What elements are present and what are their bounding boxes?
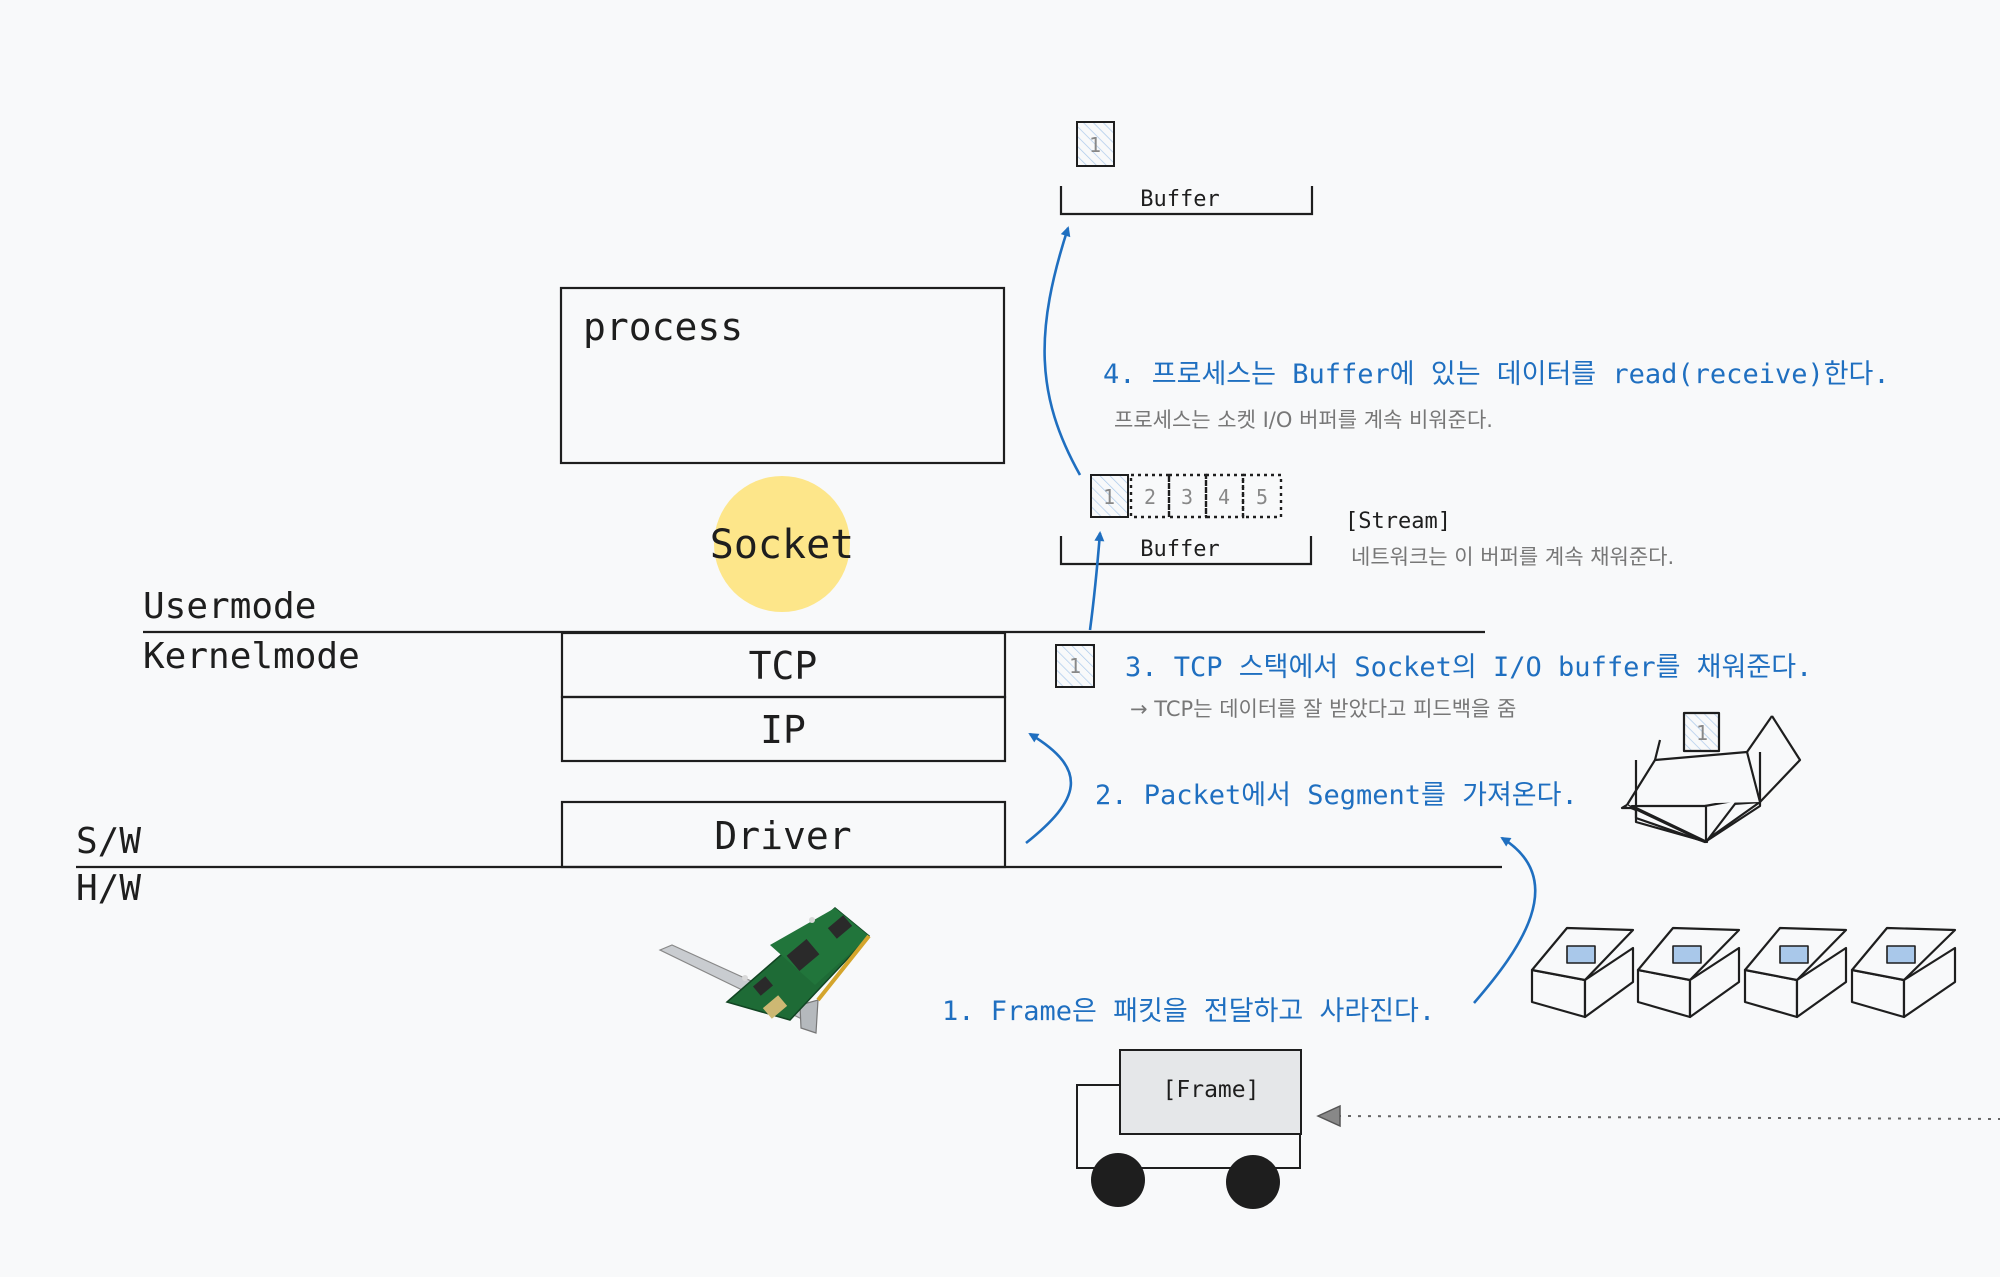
- closed-box-icon-2: [1636, 926, 1741, 1019]
- step4-text: 4. 프로세스는 Buffer에 있는 데이터를 read(receive)한다…: [1103, 359, 1890, 390]
- process-label: process: [583, 305, 743, 349]
- closed-box-icon-4: [1850, 926, 1957, 1019]
- top-buffer-bracket: [1059, 186, 1314, 216]
- stream-label: [Stream]: [1345, 509, 1451, 534]
- closed-box-icon-1: [1530, 926, 1635, 1019]
- driver-label: Driver: [714, 814, 851, 858]
- ip-box: [560, 695, 1007, 763]
- step3-text: 3. TCP 스택에서 Socket의 I/O buffer를 채워준다.: [1125, 652, 1812, 683]
- socket-highlight: [714, 476, 850, 612]
- process-box: [559, 286, 1006, 465]
- step1-text: 1. Frame은 패킷을 전달하고 사라진다.: [942, 996, 1435, 1027]
- svg-text:2: 2: [1144, 485, 1156, 509]
- stream-segment-5: 5: [1241, 473, 1283, 519]
- svg-text:1: 1: [1089, 133, 1101, 157]
- open-box-segment: 1: [1696, 721, 1708, 745]
- driver-box: [560, 800, 1007, 869]
- open-box-outline: [1634, 752, 1762, 844]
- stream-segment-2: 2: [1129, 473, 1171, 519]
- svg-text:3: 3: [1181, 485, 1193, 509]
- truck-label: [Frame]: [1163, 1077, 1260, 1103]
- step3-note: → TCP는 데이터를 잘 받았다고 피드백을 줌: [1130, 697, 1516, 721]
- svg-text:5: 5: [1256, 485, 1268, 509]
- arrow-step4: [1043, 226, 1082, 476]
- stream-segment-3: 3: [1167, 473, 1208, 519]
- tcp-segment: 1: [1055, 644, 1095, 688]
- sw-label: S/W: [76, 821, 141, 862]
- stream-segment-1: 1: [1090, 474, 1129, 518]
- mid-buffer-label: Buffer: [1140, 537, 1219, 562]
- tcp-label: TCP: [749, 644, 818, 688]
- arrow-step3: [1088, 531, 1105, 631]
- open-box-icon: [1620, 711, 1802, 844]
- top-buffer-label: Buffer: [1140, 187, 1219, 212]
- arrow-step1: [1473, 836, 1537, 1004]
- stream-note: 네트워크는 이 버퍼를 계속 채워준다.: [1351, 545, 1674, 569]
- truck-icon: [1076, 1049, 1302, 1209]
- ip-label: IP: [760, 708, 806, 752]
- svg-text:1: 1: [1069, 654, 1081, 678]
- arrow-step2: [1025, 732, 1073, 845]
- mid-buffer-bracket: [1059, 536, 1313, 566]
- closed-box-icon-3: [1743, 926, 1848, 1019]
- svg-text:4: 4: [1218, 485, 1230, 509]
- incoming-arrowhead: [1316, 1104, 1341, 1128]
- kernelmode-label: Kernelmode: [143, 636, 360, 677]
- usermode-label: Usermode: [143, 586, 316, 627]
- socket-label: Socket: [710, 522, 855, 568]
- step4-note: 프로세스는 소켓 I/O 버퍼를 계속 비워준다.: [1114, 408, 1493, 432]
- step2-text: 2. Packet에서 Segment를 가져온다.: [1095, 780, 1578, 811]
- hw-label: H/W: [76, 868, 141, 909]
- top-segment: 1: [1076, 121, 1115, 167]
- svg-text:1: 1: [1103, 485, 1115, 509]
- stream-segment-4: 4: [1204, 473, 1245, 519]
- incoming-dotted-line: [1337, 1115, 2000, 1120]
- network-card-icon: [658, 907, 871, 1034]
